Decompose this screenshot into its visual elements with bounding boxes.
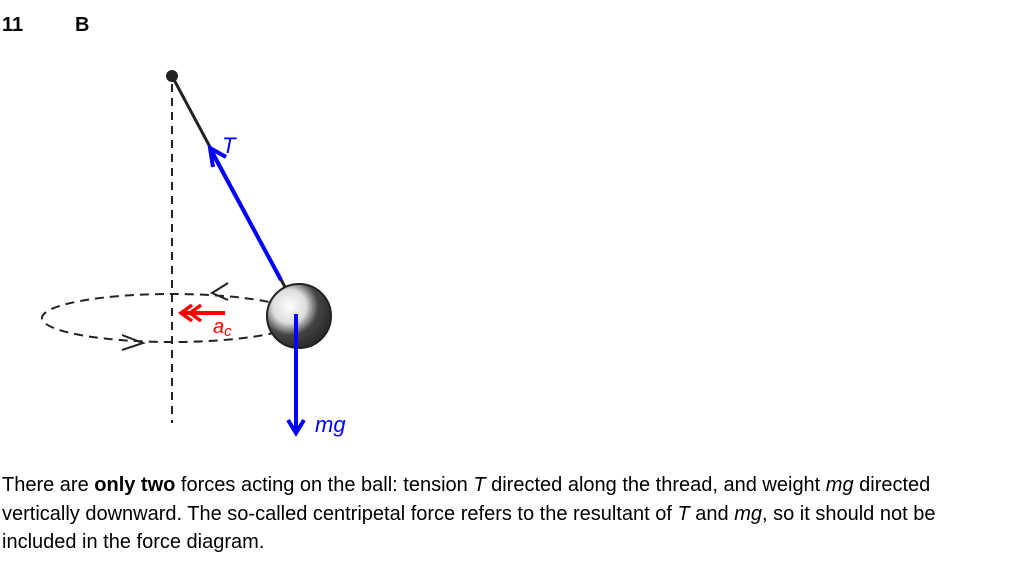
tension-arrow [207,144,283,281]
weight-label: mg [315,412,346,437]
ball [266,283,332,349]
question-number: 11 [2,14,24,36]
centripetal-acceleration-arrow [178,303,225,323]
weight-arrow [286,314,306,437]
tension-label: T [222,133,237,158]
explanation-paragraph: There are only two forces acting on the … [2,474,936,553]
path-arrow-bottom [121,334,146,351]
conical-pendulum-diagram: T mg ac [41,70,346,437]
answer-letter: B [75,14,90,36]
path-arrow-top [209,282,229,301]
acceleration-label: ac [213,316,232,340]
